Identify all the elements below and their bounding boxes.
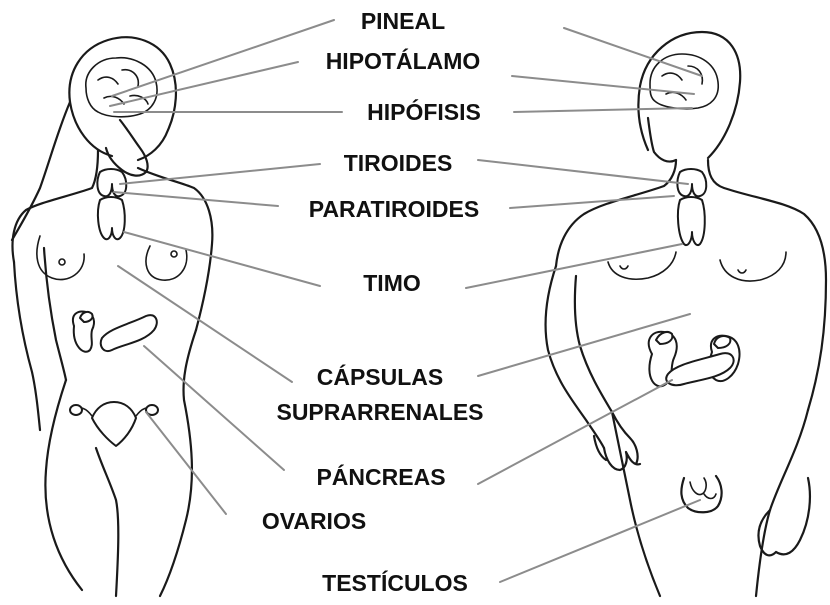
label-ovarios: OVARIOS [262,508,366,534]
female-neck [13,150,99,262]
male-right-adrenal [714,336,730,348]
leader-pineal-female [112,20,334,96]
female-organs [70,169,158,446]
male-torso-left [612,412,660,596]
male-right-pec [720,252,786,281]
label-hipotalamo: HIPOTÁLAMO [326,48,481,74]
male-right-nipple [738,270,746,273]
female-hair [69,37,176,160]
leader-hipotalamo-male [512,76,694,94]
male-figure [546,32,826,596]
label-pancreas: PÁNCREAS [316,464,445,490]
female-face [106,120,148,176]
female-brain [86,58,157,117]
male-left-nipple [620,266,628,269]
leader-testiculos [500,500,700,582]
female-figure [12,37,212,596]
label-timo: TIMO [363,270,421,296]
female-adrenal [80,312,93,322]
label-capsulas-line2: SUPRARRENALES [276,399,483,425]
female-left-ovary [70,405,82,415]
label-capsulas-suprarrenales: CÁPSULAS SUPRARRENALES [276,364,483,425]
female-torso-right [160,330,196,596]
label-hipofisis: HIPÓFISIS [367,99,481,125]
leader-ovarios [146,412,226,514]
female-uterus [92,402,136,446]
male-head [638,32,740,158]
leader-pancreas-male [478,380,672,484]
male-face [648,118,676,162]
leader-tiroides-male [478,160,688,184]
male-organs [649,169,740,386]
leader-pancreas-female [144,346,284,470]
male-right-hand [758,478,809,555]
female-right-nipple [171,251,177,257]
label-testiculos: TESTÍCULOS [322,570,468,596]
female-long-hair [12,102,70,240]
female-left-inner-arm [44,248,66,380]
leader-hipofisis-male [514,108,692,112]
female-left-arm [14,262,40,430]
leader-paratiroides-male [510,196,674,208]
label-pineal: PINEAL [361,8,445,34]
label-paratiroides: PARATIROIDES [309,196,479,222]
male-testes [690,478,716,499]
leader-paratiroides-female [114,192,278,206]
female-thymus [98,197,125,239]
male-torso-right [756,410,808,596]
female-right-breast [146,246,187,280]
leader-timo-male [466,244,682,288]
female-left-nipple [59,259,65,265]
female-inner-thigh [96,448,118,596]
label-capsulas-line1: CÁPSULAS [276,364,483,390]
label-tiroides: TIROIDES [344,150,453,176]
female-pancreas [101,315,157,351]
male-thymus [678,197,705,245]
male-left-inner-arm [575,276,612,412]
